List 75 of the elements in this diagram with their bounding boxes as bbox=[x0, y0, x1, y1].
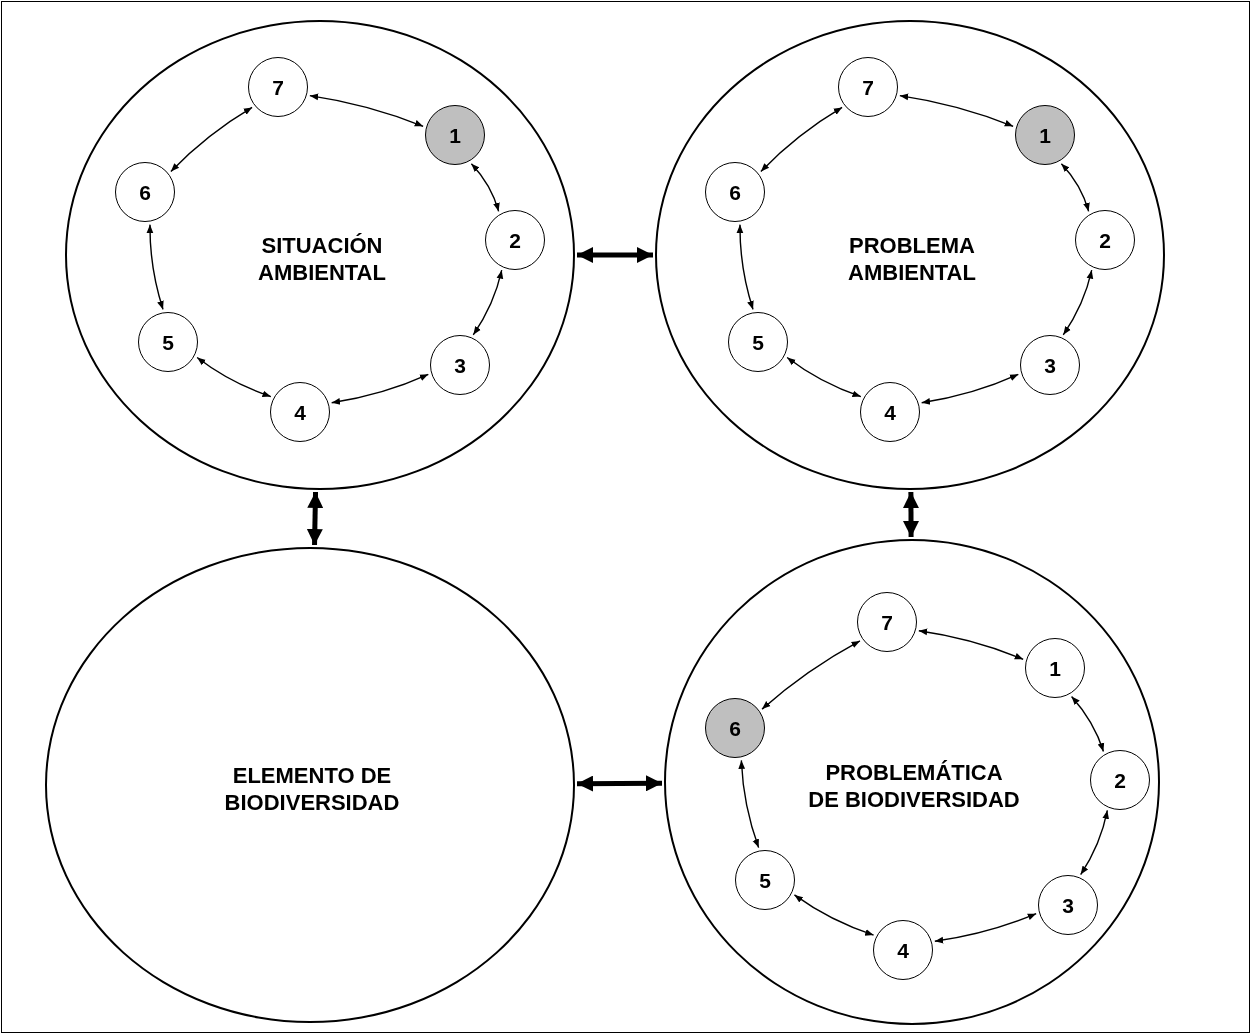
double-arrow bbox=[934, 912, 1037, 944]
double-arrow bbox=[738, 759, 760, 849]
numbered-circle bbox=[1025, 638, 1085, 698]
circle-number: 3 bbox=[1044, 354, 1056, 376]
circle-number: 1 bbox=[1039, 124, 1051, 146]
circle-number: 7 bbox=[862, 76, 874, 98]
circle-number: 6 bbox=[729, 181, 741, 203]
double-arrow bbox=[1060, 162, 1090, 213]
ellipse-node bbox=[664, 539, 1160, 1025]
node-title: ELEMENTO DE BIODIVERSIDAD bbox=[224, 762, 400, 816]
circle-number: 2 bbox=[1099, 229, 1111, 251]
circle-number: 1 bbox=[449, 124, 461, 146]
double-arrow bbox=[196, 356, 272, 398]
circle-number: 4 bbox=[884, 401, 896, 423]
double-arrow bbox=[309, 93, 424, 128]
double-arrow bbox=[1070, 695, 1105, 753]
numbered-circle bbox=[115, 162, 175, 222]
ellipse-node bbox=[655, 20, 1165, 490]
node-title: SITUACIÓN AMBIENTAL bbox=[258, 232, 386, 286]
double-arrow bbox=[1079, 809, 1109, 876]
double-arrow bbox=[920, 373, 1020, 405]
numbered-circle bbox=[857, 592, 917, 652]
numbered-circle bbox=[425, 105, 485, 165]
numbered-circle bbox=[1020, 335, 1080, 395]
numbered-circle bbox=[705, 698, 765, 758]
circle-number: 7 bbox=[272, 76, 284, 98]
double-arrow bbox=[760, 106, 843, 173]
numbered-circle bbox=[1015, 105, 1075, 165]
double-arrow bbox=[793, 894, 875, 936]
double-arrow bbox=[918, 628, 1024, 660]
numbered-circle bbox=[138, 312, 198, 372]
double-arrow bbox=[577, 775, 662, 792]
circle-number: 5 bbox=[759, 869, 771, 891]
double-arrow bbox=[786, 356, 862, 398]
numbered-circle bbox=[1038, 875, 1098, 935]
node-title: PROBLEMA AMBIENTAL bbox=[848, 232, 976, 286]
circle-number: 2 bbox=[509, 229, 521, 251]
numbered-circle bbox=[1075, 210, 1135, 270]
numbered-circle bbox=[1090, 750, 1150, 810]
numbered-circle bbox=[873, 920, 933, 980]
double-arrow bbox=[577, 247, 653, 263]
circle-number: 3 bbox=[454, 354, 466, 376]
circle-number: 6 bbox=[139, 181, 151, 203]
double-arrow bbox=[146, 223, 164, 311]
circle-number: 2 bbox=[1114, 769, 1126, 791]
circle-number: 3 bbox=[1062, 894, 1074, 916]
numbered-circle bbox=[705, 162, 765, 222]
node-title: PROBLEMÁTICA DE BIODIVERSIDAD bbox=[808, 759, 1020, 813]
numbered-circle bbox=[860, 382, 920, 442]
circle-number: 1 bbox=[1049, 657, 1061, 679]
double-arrow bbox=[330, 373, 430, 405]
double-arrow bbox=[306, 491, 324, 546]
circle-number: 5 bbox=[752, 331, 764, 353]
double-arrow bbox=[170, 106, 253, 173]
ellipse-node bbox=[45, 547, 575, 1023]
circle-number: 5 bbox=[162, 331, 174, 353]
numbered-circle bbox=[838, 57, 898, 117]
double-arrow bbox=[902, 492, 919, 537]
double-arrow bbox=[470, 162, 500, 213]
double-arrow bbox=[736, 223, 754, 311]
ellipse-node bbox=[65, 20, 575, 490]
numbered-circle bbox=[248, 57, 308, 117]
double-arrow bbox=[1062, 269, 1094, 336]
numbered-circle bbox=[728, 312, 788, 372]
circle-number: 4 bbox=[897, 939, 909, 961]
circle-number: 6 bbox=[729, 717, 741, 739]
double-arrow bbox=[761, 640, 861, 710]
circle-number: 7 bbox=[881, 611, 893, 633]
double-arrow bbox=[472, 269, 504, 336]
numbered-circle bbox=[735, 850, 795, 910]
numbered-circle bbox=[430, 335, 490, 395]
double-arrow bbox=[899, 93, 1014, 128]
circle-number: 4 bbox=[294, 401, 306, 423]
numbered-circle bbox=[485, 210, 545, 270]
numbered-circle bbox=[270, 382, 330, 442]
